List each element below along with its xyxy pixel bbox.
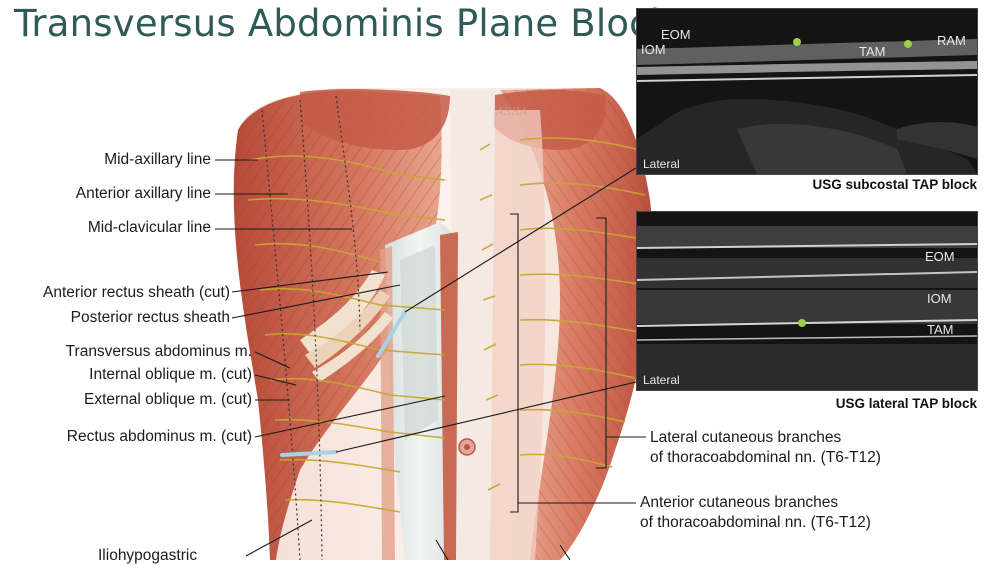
subcostal-ultrasound-image: EOM IOM TAM RAM Lateral [636, 8, 978, 175]
lateral-cutaneous-label: Lateral cutaneous branches of thoracoabd… [650, 428, 881, 468]
label-internal-oblique: Internal oblique m. (cut) [89, 366, 252, 383]
label-posterior-rectus-sheath: Posterior rectus sheath [70, 309, 230, 326]
us-tag-eom: EOM [925, 249, 955, 264]
label-anterior-rectus-sheath: Anterior rectus sheath (cut) [43, 284, 230, 301]
lateral-cutaneous-line2: of thoracoabdominal nn. (T6-T12) [650, 449, 881, 466]
label-transversus-abdominus: Transversus abdominus m. [65, 343, 252, 360]
us-tag-tam: TAM [927, 322, 954, 337]
label-mid-axillary-line: Mid-axillary line [104, 151, 211, 168]
anterior-cutaneous-label: Anterior cutaneous branches of thoracoab… [640, 493, 871, 533]
page-title: Transversus Abdominis Plane Blocks [14, 2, 691, 45]
label-rectus-abdominus: Rectus abdominus m. (cut) [66, 428, 252, 445]
label-external-oblique: External oblique m. (cut) [84, 391, 252, 408]
us-tag-eom: EOM [661, 27, 691, 42]
label-iliohypogastric: Iliohypogastric [98, 547, 198, 564]
subcostal-caption: USG subcostal TAP block [812, 177, 977, 192]
lateral-cutaneous-line1: Lateral cutaneous branches [650, 429, 842, 446]
us-tag-lateral: Lateral [643, 157, 680, 171]
us-tag-iom: IOM [927, 291, 952, 306]
anterior-cutaneous-line1: Anterior cutaneous branches [640, 494, 839, 511]
us-tag-ram: RAM [937, 33, 966, 48]
asra-watermark: ASRA [496, 105, 528, 118]
us-tag-tam: TAM [859, 44, 886, 59]
label-mid-clavicular-line: Mid-clavicular line [87, 219, 211, 236]
us-tag-iom: IOM [641, 42, 666, 57]
lateral-caption: USG lateral TAP block [835, 396, 977, 411]
lateral-ultrasound-image: EOM IOM TAM Lateral [636, 211, 978, 391]
anterior-cutaneous-line2: of thoracoabdominal nn. (T6-T12) [640, 514, 871, 531]
us-tag-lateral: Lateral [643, 373, 680, 387]
label-anterior-axillary-line: Anterior axillary line [75, 185, 211, 202]
